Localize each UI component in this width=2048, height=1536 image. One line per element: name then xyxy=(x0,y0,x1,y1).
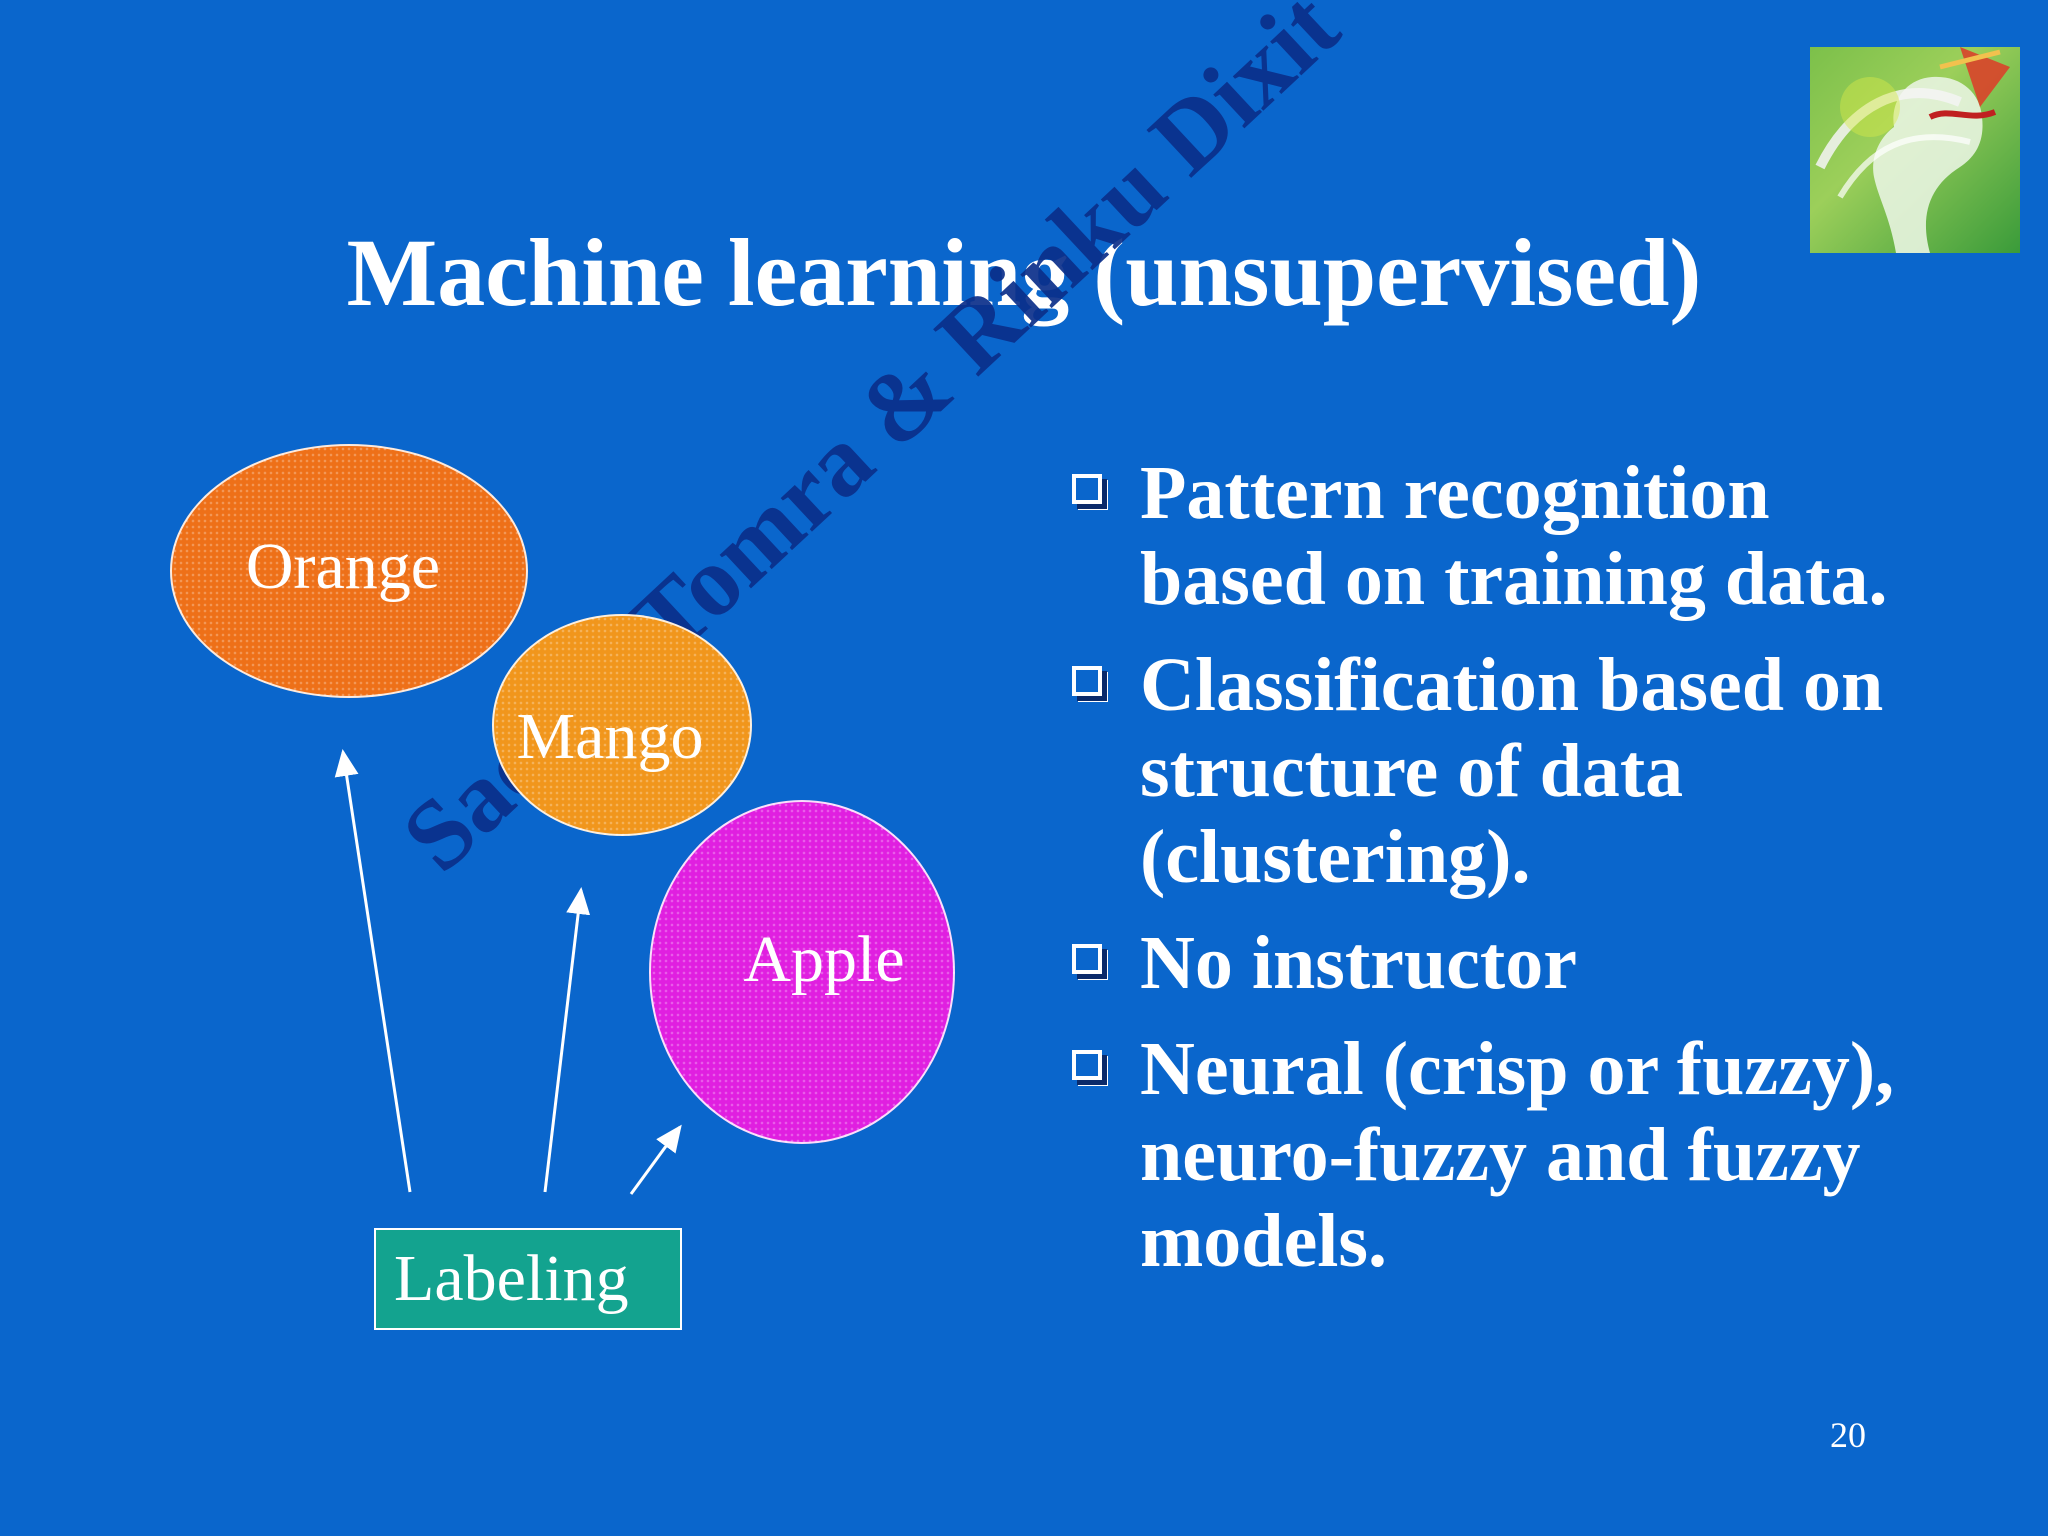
cluster-label: Mango xyxy=(516,700,704,773)
bullet-text: Pattern recognition based on training da… xyxy=(1140,451,1888,621)
bullet-text: No instructor xyxy=(1140,921,1577,1005)
cluster-apple: Apple xyxy=(649,800,955,1144)
bullet-item: No instructor xyxy=(1064,920,1964,1006)
page-number: 20 xyxy=(1830,1415,1866,1455)
bullet-list: Pattern recognition based on training da… xyxy=(1064,450,1964,1304)
checkbox-bullet-icon xyxy=(1072,1050,1102,1080)
bullet-text: Classification based on structure of dat… xyxy=(1140,643,1884,899)
slide-title: Machine learning (unsupervised) xyxy=(346,219,1702,326)
checkbox-bullet-icon xyxy=(1072,666,1102,696)
cluster-label: Apple xyxy=(743,923,905,996)
cluster-mango: Mango xyxy=(492,614,752,836)
arrow-to-mango xyxy=(543,887,591,1193)
bullet-item: Classification based on structure of dat… xyxy=(1064,642,1964,900)
bullet-text: Neural (crisp or fuzzy), neuro-fuzzy and… xyxy=(1140,1027,1895,1283)
head-profile-logo-icon xyxy=(1810,47,2020,253)
checkbox-bullet-icon xyxy=(1072,474,1102,504)
labeling-box: Labeling xyxy=(374,1228,682,1330)
bullet-item: Neural (crisp or fuzzy), neuro-fuzzy and… xyxy=(1064,1026,1964,1284)
bullet-item: Pattern recognition based on training da… xyxy=(1064,450,1964,622)
cluster-label: Orange xyxy=(245,530,441,603)
arrow-to-apple xyxy=(629,1124,682,1195)
cluster-orange: Orange xyxy=(170,444,528,698)
checkbox-bullet-icon xyxy=(1072,944,1102,974)
